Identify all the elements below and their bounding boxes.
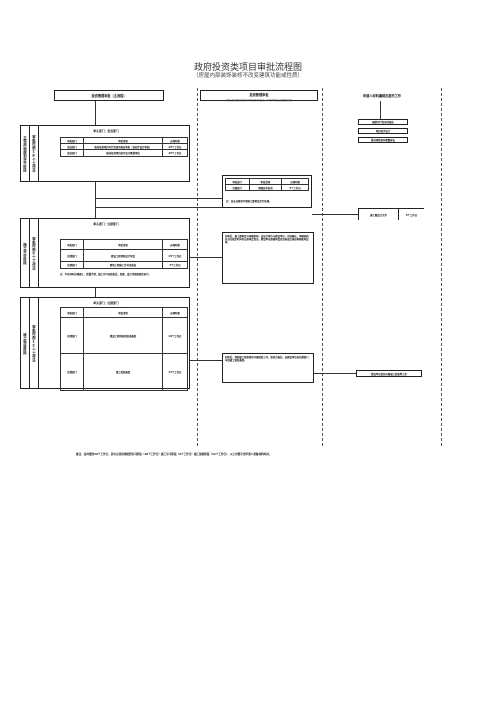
stage2-col-item: 审批事项 <box>83 238 163 251</box>
stage3-r2-time: 15个工作日 <box>162 353 188 391</box>
stage2-col-dept: 审批部门 <box>60 238 84 251</box>
stage2-side-label: 施工许可阶段 <box>22 242 27 265</box>
lane2-header-note: （可在主流程审批的同时或者审批前，申报单位依法并联审批） <box>223 99 294 102</box>
stage2-r1-item: 建设工程消防设计审查 <box>83 249 163 263</box>
flow-line-2 <box>95 182 96 218</box>
stage2-side2: 审批时限9个工作日 <box>30 219 39 288</box>
stage2-note: 注：不在同时办理施工、质量手续，施工许可证核发后，监理、设计均按照规定执行。 <box>60 273 151 276</box>
stage1-side2: 审批时限18个工作日 <box>30 126 39 182</box>
stage3-r1-dept: 住建部门 <box>60 317 84 355</box>
lane-separator-1 <box>197 88 198 446</box>
page-title: 政府投资类项目审批流程图 <box>193 63 302 73</box>
stage3-side: 竣工验收阶段 <box>21 298 30 389</box>
lane-separator-2 <box>322 88 323 446</box>
stage3-r2-item: 竣工验收备案 <box>83 353 163 391</box>
flow-line-h1 <box>95 198 223 199</box>
stage1-r2-item: 政府投资项目初步设计概算审批 <box>83 149 163 157</box>
stage2-side: 施工许可阶段 <box>21 219 30 288</box>
stage2-col-time: 办理时限 <box>162 238 188 251</box>
mid-r1-item: 审图技术咨询 <box>248 184 283 192</box>
footer-note: 备注：总时限约39个工作日，其中立项用地规划许可阶段（18个工作日）施工许可阶段… <box>76 453 272 456</box>
stage3-r1-time: 10个工作日 <box>162 317 188 355</box>
stage2-inner-title: 牵头部门：住建部门 <box>93 222 119 226</box>
mid-r1-time: 5个工作日 <box>281 184 309 192</box>
stage3-col-dept: 审批部门 <box>60 306 84 319</box>
flow-line-h2 <box>95 207 223 208</box>
right-box-survey: 委托测绘机构测量报告 <box>358 137 408 143</box>
flow-line-h6 <box>312 373 358 374</box>
stage2-r1-time: 15个工作日 <box>162 249 188 263</box>
flow-line-h3 <box>190 257 222 258</box>
right-box-design-time: 5个工作日 <box>399 209 424 220</box>
stage2-side2-label: 审批时限9个工作日 <box>31 237 36 270</box>
stage3-col-item: 审批事项 <box>83 306 163 319</box>
mid-table-box: 审批部门 审批事项 办理时限 住建部门 审图技术咨询 5个工作日 注：如无法要求… <box>222 175 312 208</box>
flow-line-h5 <box>312 214 358 215</box>
mid-table-note: 注：如无法要求不需施工图审查另行处理。 <box>226 200 272 203</box>
stage3-side2-label: 审批时限12个工作日 <box>31 324 36 363</box>
stage1-table: 审批部门 审批事项 办理时限 发改部门 政府投资项目可行性研究报告审批（含初步设… <box>60 136 188 157</box>
stage1-r2-dept: 发改部门 <box>60 149 84 157</box>
mid-note-2: 初审后，按照竣工验收程序开展验收工作，验收合格后，由建设单位向住建部门申请竣工验… <box>222 353 314 383</box>
lane3-header: 申请人材料编制及委托工作 <box>362 94 402 98</box>
stage2-r1-dept: 住建部门 <box>60 249 84 263</box>
flow-line-right <box>380 101 381 119</box>
mid-note-1: 初审后，施工图审查与审图机构，由设计单位与建设单位，共同确认，审图机构应当在规定… <box>222 232 314 284</box>
flow-line-3 <box>95 288 96 297</box>
right-box-design-group: 施工图设计文件 5个工作日 <box>358 208 424 220</box>
flow-line-1 <box>95 101 96 125</box>
stage2-box: 施工许可阶段 审批时限9个工作日 牵头部门：住建部门 审批部门 审批事项 办理时… <box>20 218 190 288</box>
stage2-r2-dept: 住建部门 <box>60 261 84 269</box>
stage2-r2-item: 建筑工程施工许可证核发 <box>83 261 163 269</box>
right-box-acceptance: 建设单位组织开展竣工验收等工作 <box>356 370 422 377</box>
stage3-r1-item: 建设工程消防验收或备案 <box>83 317 163 355</box>
stage1-side2-label: 审批时限18个工作日 <box>31 135 36 173</box>
stage3-col-time: 办理时限 <box>162 306 188 319</box>
stage3-side2: 审批时限12个工作日 <box>30 298 39 389</box>
stage3-side-label: 竣工验收阶段 <box>22 332 27 355</box>
stage3-inner-title: 牵头部门：住建部门 <box>93 301 119 305</box>
right-box-feasibility: 编制可行性研究报告 <box>358 119 408 125</box>
stage3-r2-dept: 住建部门 <box>60 353 84 391</box>
stage2-r2-time: 3个工作日 <box>162 261 188 269</box>
stage1-side: 立项用地规划许可阶段 <box>21 126 30 182</box>
lane-separator-3 <box>441 88 442 446</box>
stage1-box: 立项用地规划许可阶段 审批时限18个工作日 牵头部门：发改部门 审批部门 审批事… <box>20 125 190 182</box>
right-box-design: 施工图设计文件 <box>359 209 399 220</box>
mid-r1-dept: 住建部门 <box>225 184 250 192</box>
stage2-table: 审批部门 审批事项 办理时限 住建部门 建设工程消防设计审查 15个工作日 住建… <box>60 238 188 269</box>
flow-line-h4 <box>190 360 222 361</box>
page-subtitle: （房屋内部装饰装修不改变建筑功能或性质） <box>192 73 303 79</box>
stage1-r2-time: 20个工作日 <box>162 149 188 157</box>
lane2-header: 投资管理审批 （可在主流程审批的同时或者审批前，申报单位依法并联审批） <box>200 90 318 102</box>
stage1-inner-title: 牵头部门：发改部门 <box>93 129 119 133</box>
stage3-table: 审批部门 审批事项 办理时限 住建部门 建设工程消防验收或备案 10个工作日 住… <box>60 306 188 391</box>
stage1-side-label: 立项用地规划许可阶段 <box>22 136 27 172</box>
stage3-box: 竣工验收阶段 审批时限12个工作日 牵头部门：住建部门 审批部门 审批事项 办理… <box>20 297 190 391</box>
right-box-preliminary: 项目初步设计 <box>358 128 408 134</box>
lane2-header-label: 投资管理审批 <box>249 93 269 97</box>
lane1-header: 投资管理审批（主流程） <box>54 90 164 101</box>
mid-table: 审批部门 审批事项 办理时限 住建部门 审图技术咨询 5个工作日 <box>225 177 309 192</box>
lane1-header-label: 投资管理审批（主流程） <box>91 94 127 98</box>
